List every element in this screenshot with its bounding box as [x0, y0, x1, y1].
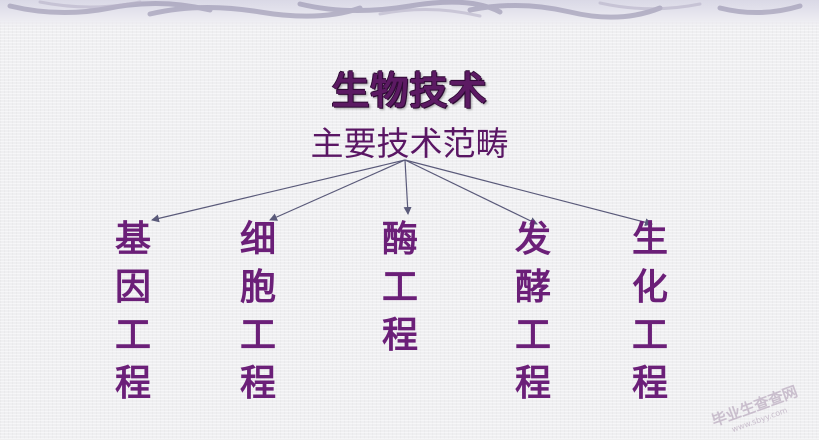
branch-fermentation-engineering: 发 酵 工 程: [508, 216, 558, 408]
branch-char: 化: [631, 267, 668, 308]
branch-char: 酶: [381, 219, 418, 260]
branch-biochemical-engineering: 生 化 工 程: [625, 216, 675, 408]
decorative-banner: [0, 0, 819, 28]
branch-char: 生: [631, 219, 668, 260]
branch-char: 基: [114, 219, 151, 260]
branch-char: 酵: [514, 267, 551, 308]
branch-char: 因: [114, 267, 151, 308]
branch-char: 工: [381, 267, 418, 308]
arrow-4: [404, 159, 538, 225]
branch-char: 发: [514, 219, 551, 260]
branch-char: 胞: [239, 267, 276, 308]
diagram-subtitle: 主要技术范畴: [310, 124, 509, 163]
branch-char: 程: [239, 363, 276, 404]
diagram-title: 生物技术: [331, 69, 488, 113]
branch-char: 工: [514, 315, 551, 356]
arrow-1: [151, 159, 406, 223]
branch-char: 程: [114, 363, 151, 404]
arrow-2: [269, 159, 406, 221]
branch-enzyme-engineering: 酶 工 程: [375, 216, 425, 360]
arrow-3: [403, 159, 412, 215]
branch-gene-engineering: 基 因 工 程: [108, 216, 158, 408]
branch-char: 工: [114, 315, 151, 356]
branch-char: 细: [239, 219, 276, 260]
branch-cell-engineering: 细 胞 工 程: [233, 216, 283, 408]
branch-char: 工: [631, 315, 668, 356]
branch-char: 程: [381, 315, 418, 356]
branch-char: 程: [631, 363, 668, 404]
branch-char: 程: [514, 363, 551, 404]
branch-char: 工: [239, 315, 276, 356]
arrow-5: [404, 159, 653, 227]
